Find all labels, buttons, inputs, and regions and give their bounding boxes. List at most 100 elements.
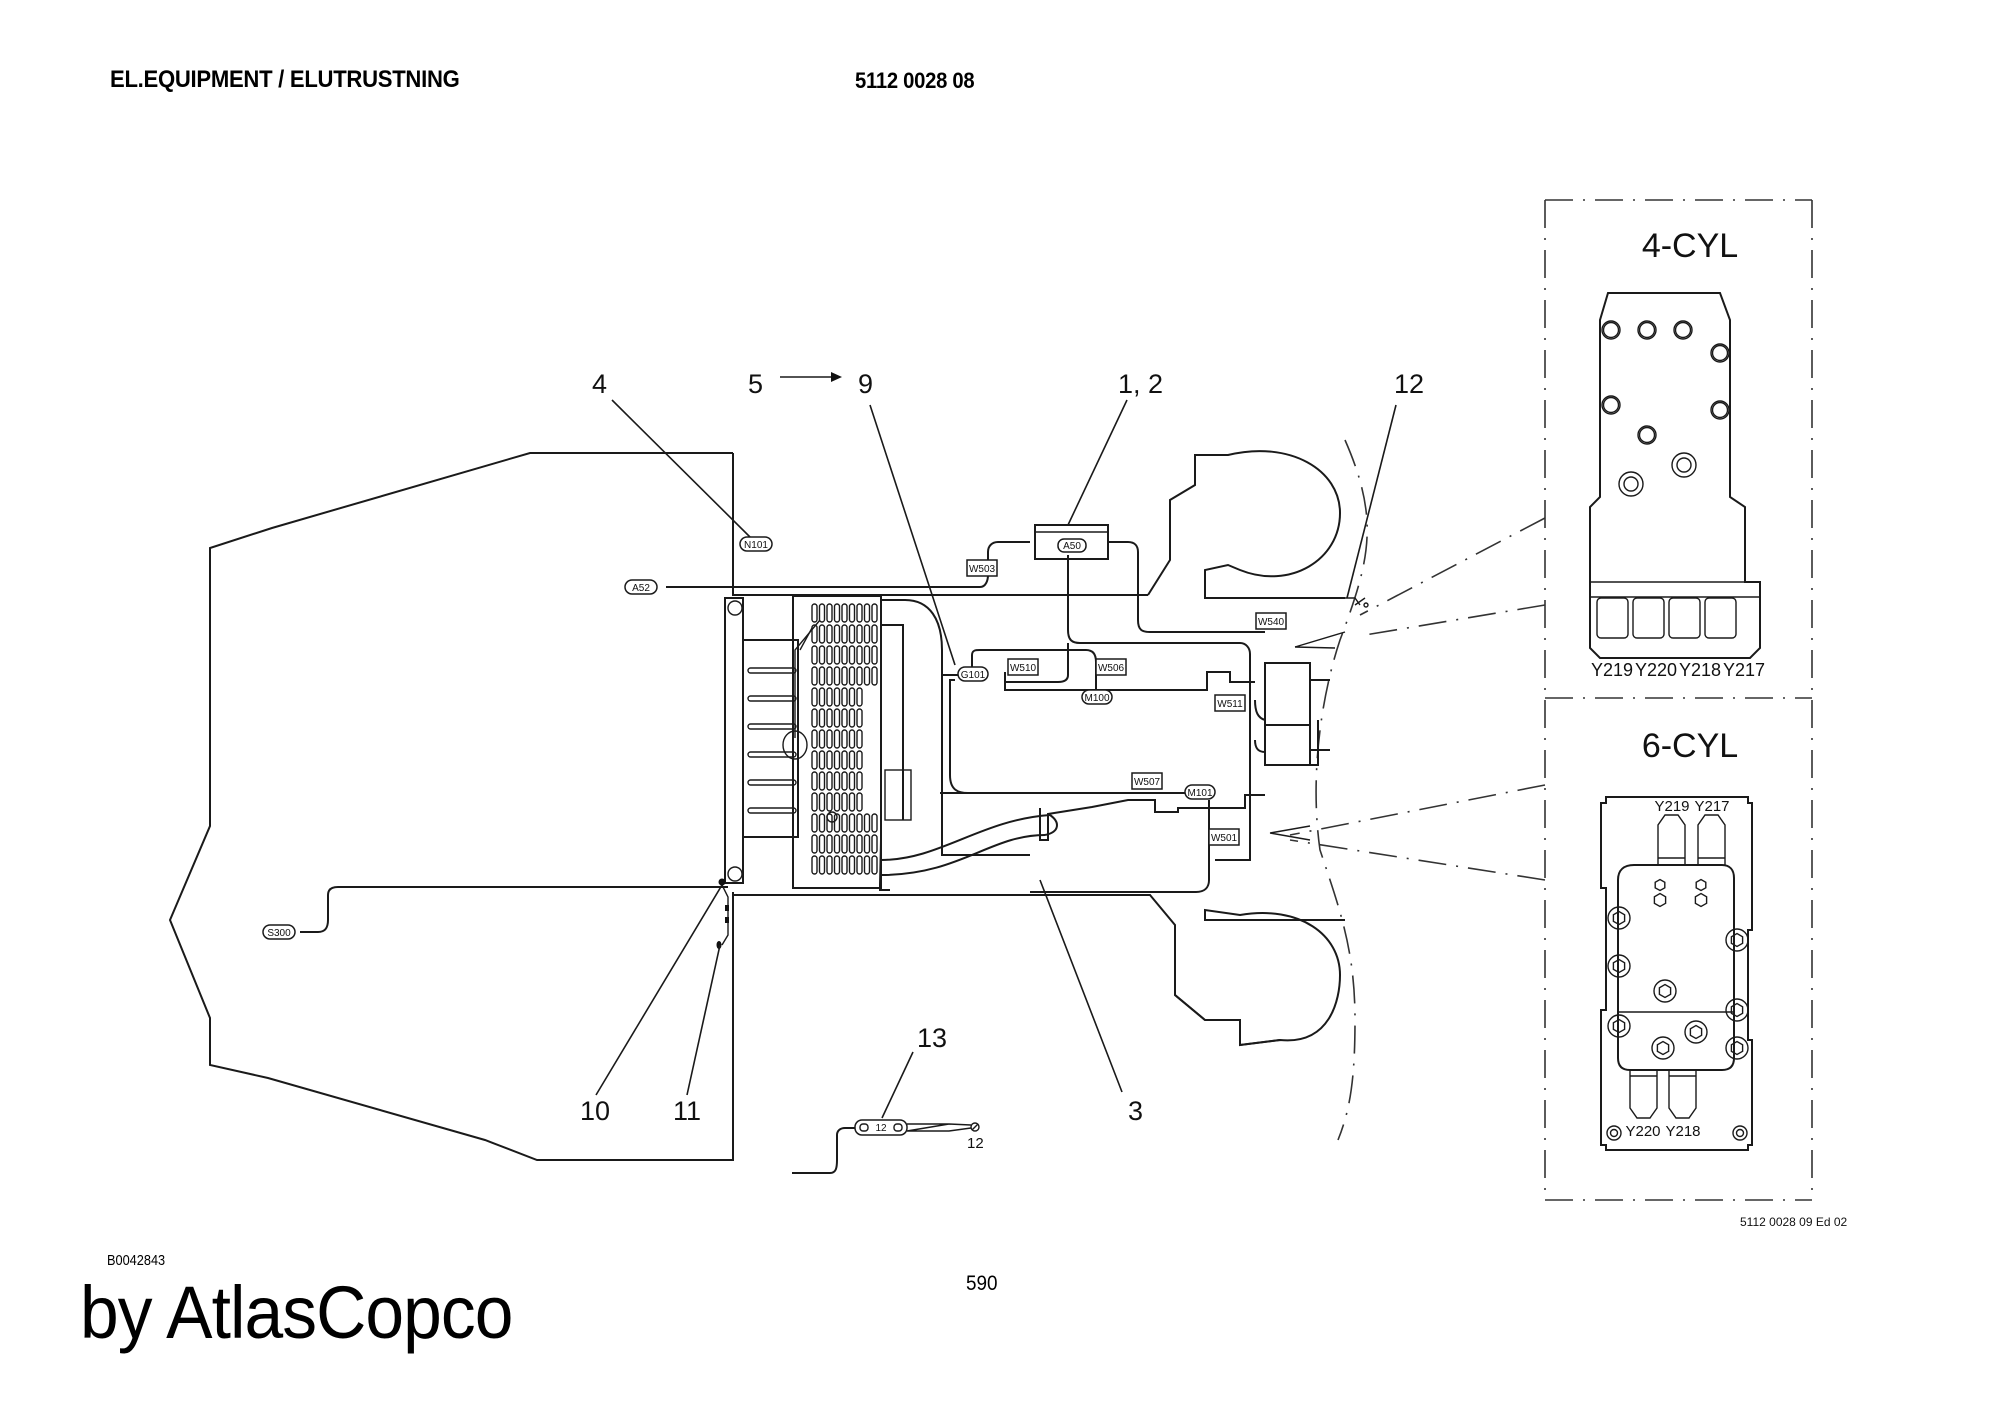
cooler-slot (747, 667, 797, 674)
radiator-fin (833, 708, 841, 728)
tag-a50-box: A50 (1034, 524, 1109, 560)
bolt-icon (1711, 344, 1729, 362)
radiator-fin (848, 687, 856, 707)
radiator-fin (856, 771, 863, 791)
radiator-fin (833, 834, 841, 854)
inset-6cyl-valve-Y218: Y218 (1665, 1123, 1700, 1140)
radiator-fin (848, 645, 856, 665)
radiator-fin (848, 792, 856, 812)
inset-4cyl-valve-Y217: Y217 (1723, 660, 1765, 680)
cooler-pack (724, 595, 1058, 891)
radiator-fin (833, 666, 841, 686)
radiator-fin (818, 687, 826, 707)
radiator-fin (811, 729, 818, 749)
bolt-icon (1618, 471, 1644, 497)
radiator-fin (818, 645, 826, 665)
radiator-fin (841, 603, 848, 623)
bolt-icon (1602, 396, 1620, 414)
hex-bolt-icon (1612, 910, 1626, 926)
detail-13-inner-label: 12 (875, 1123, 887, 1134)
svg-text:M101: M101 (1187, 788, 1212, 799)
bolt-icon (1735, 1128, 1745, 1138)
radiator-fin (863, 624, 871, 644)
radiator-fin (848, 813, 856, 833)
inset-6cyl-valve-Y219: Y219 (1654, 798, 1689, 815)
connector-12 (1345, 597, 1369, 608)
svg-text:W503: W503 (969, 564, 996, 575)
bolt-icon (1710, 343, 1730, 363)
radiator-fin (826, 834, 833, 854)
cooler-slot (747, 723, 797, 730)
radiator-fin (856, 708, 863, 728)
drawing-reference: 5112 0028 09 Ed 02 (1740, 1215, 1848, 1229)
radiator-fin (863, 603, 871, 623)
hex-bolt-icon (1612, 1018, 1626, 1034)
valve-port (1668, 597, 1701, 639)
radiator-fin (848, 729, 856, 749)
radiator-fin (826, 771, 833, 791)
hex-bolt-icon (1730, 1040, 1744, 1056)
radiator-fin (818, 834, 826, 854)
bolt-icon (1671, 452, 1697, 478)
bolt-icon (1653, 979, 1677, 1003)
radiator-fin (833, 792, 841, 812)
callout-11: 11 (673, 1096, 701, 1126)
tag-w507: W507 (1131, 772, 1163, 790)
radiator-fin (818, 708, 826, 728)
hex-bolt-icon (1730, 1002, 1744, 1018)
swing-arc (1315, 439, 1368, 1141)
bolt-icon (1651, 1036, 1675, 1060)
radiator-fin (826, 666, 833, 686)
radiator-fin (863, 834, 871, 854)
tag-w511: W511 (1214, 694, 1246, 712)
bolt-icon (1609, 1128, 1619, 1138)
radiator-fin (811, 834, 818, 854)
bolt-icon (1601, 320, 1621, 340)
svg-text:W540: W540 (1258, 617, 1285, 628)
radiator-fin (826, 813, 833, 833)
radiator-fins (811, 603, 878, 875)
radiator-fin (856, 603, 863, 623)
radiator-fin (833, 624, 841, 644)
svg-text:M100: M100 (1084, 693, 1109, 704)
radiator-fin (856, 855, 863, 875)
tag-s300: S300 (262, 924, 296, 940)
bolt-icon (1732, 1125, 1748, 1141)
bolt-icon (1623, 476, 1639, 492)
radiator-fin (826, 729, 833, 749)
radiator-fin (841, 813, 848, 833)
hex-bolt-icon (1654, 878, 1666, 892)
radiator-fin (826, 708, 833, 728)
cooler-slot (747, 779, 797, 786)
radiator-fin (848, 771, 856, 791)
bolt-icon (1673, 320, 1693, 340)
svg-text:S300: S300 (267, 928, 291, 939)
callout-1-2: 1, 2 (1118, 369, 1163, 399)
hex-bolt-icon (1653, 892, 1667, 908)
radiator-fin (833, 729, 841, 749)
radiator-fin (811, 855, 818, 875)
radiator-fin (826, 855, 833, 875)
bolt-icon (1711, 401, 1729, 419)
radiator-fin (856, 687, 863, 707)
radiator-fin (826, 687, 833, 707)
radiator-fin (863, 813, 871, 833)
callout-10: 10 (580, 1096, 610, 1126)
radiator-fin (848, 750, 856, 770)
svg-text:A52: A52 (632, 583, 650, 594)
radiator-fin (856, 792, 863, 812)
radiator-fin (856, 813, 863, 833)
radiator-fin (848, 834, 856, 854)
radiator-fin (871, 813, 878, 833)
radiator-fin (848, 855, 856, 875)
bolt-icon (1607, 954, 1631, 978)
tag-a52: A52 (624, 579, 658, 595)
radiator-fin (826, 624, 833, 644)
radiator-fin (811, 624, 818, 644)
valve-port (1596, 597, 1629, 639)
svg-text:A50: A50 (1063, 541, 1081, 552)
radiator-fin (833, 687, 841, 707)
tag-w510: W510 (1007, 658, 1039, 676)
radiator-fin (856, 750, 863, 770)
